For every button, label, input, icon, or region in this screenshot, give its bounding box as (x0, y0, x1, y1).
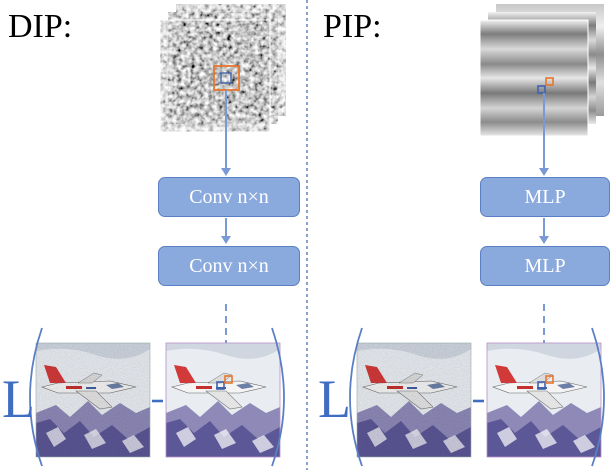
dip-right-paren (271, 327, 285, 467)
pip-noisy-image (357, 343, 471, 457)
pip-sinusoid-stack (479, 4, 604, 137)
dip-noise-stack (159, 4, 286, 133)
pip-mlp-block-2: MLP (480, 246, 610, 286)
pip-pixel-blue (537, 85, 546, 94)
dip-conv-block-1: Conv n×n (158, 177, 300, 217)
pip-left-paren (349, 327, 363, 467)
pip-right-paren (591, 327, 605, 467)
dip-noisy-image (36, 343, 150, 457)
pip-mlp-block-1: MLP (480, 177, 610, 217)
pip-pixel-orange (545, 77, 554, 86)
pip-title: PIP: (323, 8, 382, 45)
dip-output-image (166, 343, 280, 457)
dip-conv-block-2: Conv n×n (158, 246, 300, 286)
dip-title: DIP: (8, 8, 73, 45)
pip-output-image (487, 343, 601, 457)
dip-left-paren (29, 327, 43, 467)
dip-loss-symbol: L (2, 369, 35, 429)
pip-loss-symbol: L (318, 369, 351, 429)
